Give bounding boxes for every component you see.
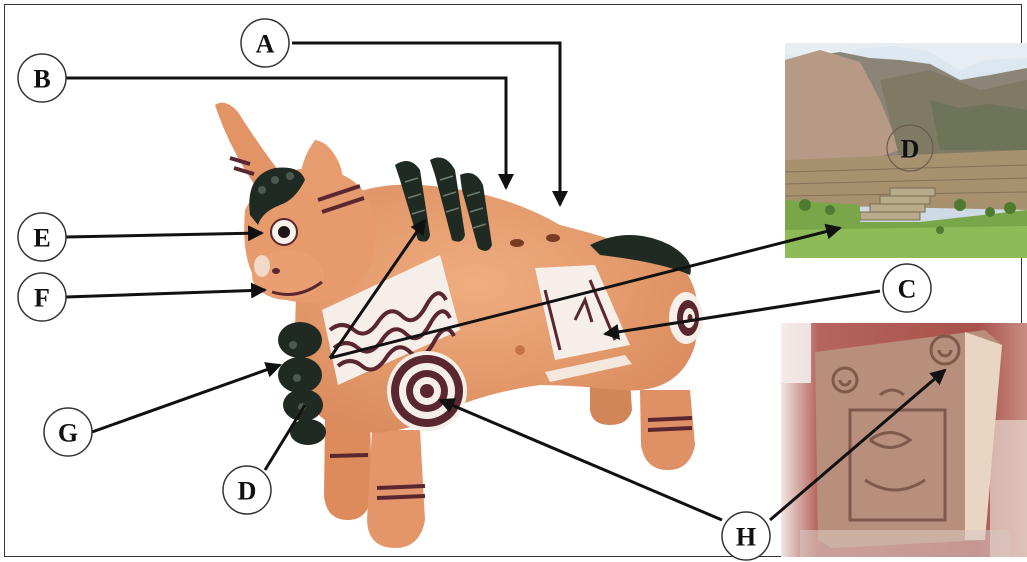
body-spiral — [387, 351, 467, 431]
label-B: B — [18, 54, 66, 102]
svg-text:D: D — [238, 477, 257, 506]
svg-text:B: B — [33, 65, 50, 94]
label-C: C — [883, 264, 931, 312]
svg-text:C: C — [898, 275, 917, 304]
stela-photo — [781, 323, 1027, 557]
leader-E — [66, 233, 262, 237]
leader-F — [66, 290, 265, 297]
leader-G — [92, 365, 280, 432]
svg-text:E: E — [33, 224, 50, 253]
svg-text:A: A — [256, 30, 275, 59]
svg-text:G: G — [58, 419, 78, 448]
label-G: G — [44, 408, 92, 456]
neck-collar — [278, 322, 326, 445]
label-H: H — [722, 512, 770, 560]
svg-text:F: F — [34, 284, 50, 313]
label-A: A — [241, 19, 289, 67]
label-E: E — [18, 213, 66, 261]
front-left-leg — [324, 420, 372, 520]
label-D-bottom: D — [223, 466, 271, 514]
label-F: F — [18, 273, 66, 321]
svg-text:D: D — [901, 135, 920, 164]
svg-text:H: H — [736, 523, 756, 552]
